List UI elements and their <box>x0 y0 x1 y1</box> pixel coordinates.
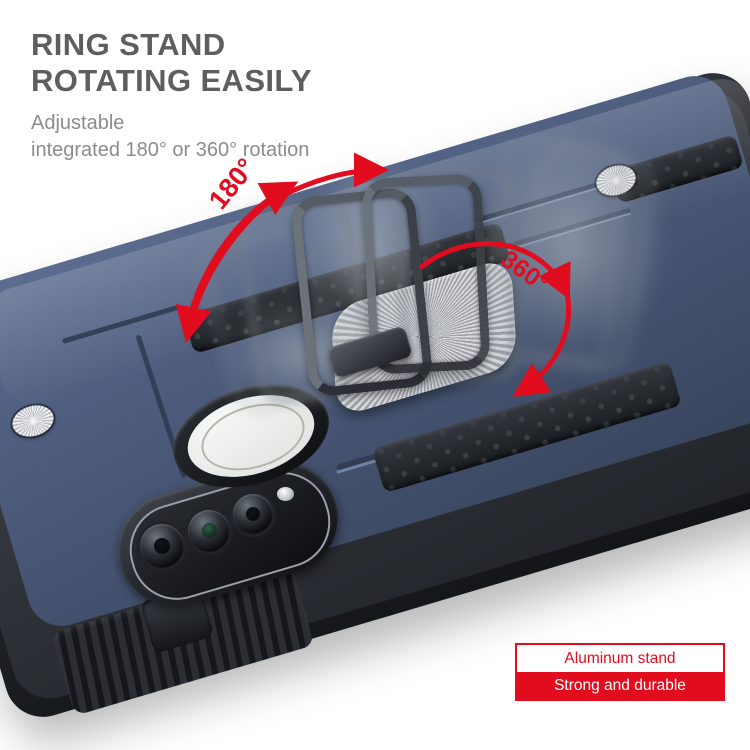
camera-lens-core <box>246 507 260 521</box>
camera-flash <box>277 487 294 501</box>
subtitle-line-1: Adjustable <box>31 112 125 134</box>
headline-line-2: ROTATING EASILY <box>31 63 313 98</box>
camera-lens-core <box>154 538 170 554</box>
headline-block: RING STAND ROTATING EASILY Adjustable in… <box>31 27 312 164</box>
camera-lens-core <box>202 523 217 538</box>
feature-callout-box: Aluminum stand Strong and durable <box>515 643 725 701</box>
callout-top-text: Aluminum stand <box>517 645 723 672</box>
subtitle-block: Adjustable integrated 180° or 360° rotat… <box>31 110 312 164</box>
callout-bottom-text: Strong and durable <box>517 672 723 699</box>
headline-line-1: RING STAND <box>31 27 226 62</box>
subtitle-line-2: integrated 180° or 360° rotation <box>31 139 310 161</box>
